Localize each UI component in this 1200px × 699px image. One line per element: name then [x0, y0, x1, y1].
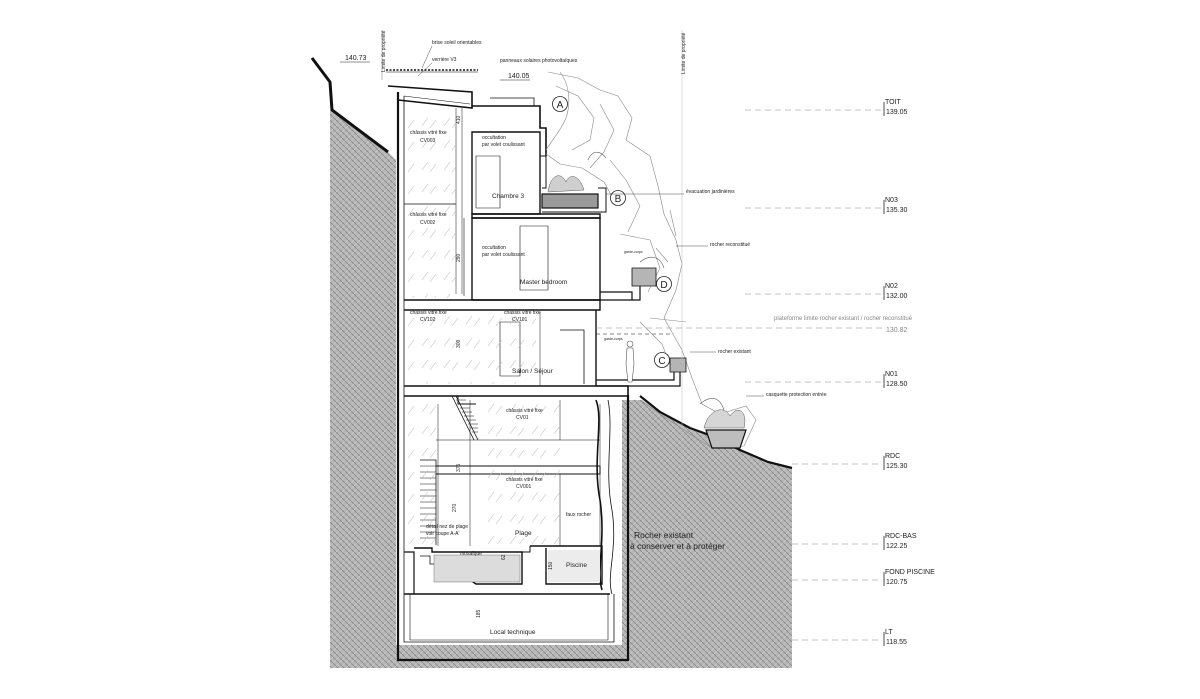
brise-soleil-label: brise soleil orientables — [432, 40, 482, 46]
property-limit-right: Limite de propriété — [681, 32, 687, 74]
level-lines — [596, 109, 882, 641]
annotation-detail-2: voir coupe A-A' — [426, 531, 460, 537]
occultation-b-1: occultation — [482, 245, 506, 251]
occultation-a-1: occultation — [482, 135, 506, 141]
dim-185: 185 — [476, 609, 482, 618]
room-plage: Plage — [515, 530, 532, 537]
chassis-cv101-a: châssis vitré fixe — [504, 310, 541, 316]
scale-figure — [625, 340, 635, 383]
height-140-73: 140.73 — [345, 55, 367, 62]
callout-a-letter: A — [557, 100, 564, 111]
planters — [541, 151, 747, 449]
callout-b: B — [610, 190, 626, 206]
level-value-rdc-bas: 122.25 — [886, 543, 908, 550]
dim-410: 410 — [456, 115, 462, 124]
property-limit-left: Limite de propriété — [381, 30, 387, 72]
verriere-label: verrière V3 — [432, 57, 457, 63]
annotation-evacuation: évacuation jardinières — [686, 189, 735, 195]
ground-line-left — [310, 57, 389, 154]
level-value-rdc: 125.30 — [886, 463, 908, 470]
room-piscine: Piscine — [566, 562, 587, 569]
level-value-lt: 118.55 — [886, 639, 907, 646]
rock-bottom — [396, 645, 626, 668]
chassis-cv002-b: CV002 — [420, 220, 436, 226]
occultation-a-2: par volet coulissant — [482, 142, 525, 148]
chassis-cv001-b: CV001 — [516, 484, 532, 490]
mosaic-band — [433, 554, 521, 583]
annotation-garde-corps-1: garde-corps — [624, 250, 643, 254]
glazing — [406, 108, 560, 544]
callout-d-letter: D — [660, 280, 667, 291]
plateforme-value: 130.82 — [886, 327, 908, 334]
level-value-n02: 132.00 — [886, 293, 908, 300]
plateforme-label: plateforme limite rocher existant / roch… — [774, 316, 913, 322]
level-name-fond-piscine: FOND PISCINE — [885, 569, 935, 576]
annotation-rocher-existant: rocher existant — [718, 349, 751, 355]
level-name-rdc: RDC — [885, 453, 900, 460]
room-salon: Salon / Séjour — [512, 368, 554, 375]
rock-caption-line2: à conserver et à protéger — [630, 541, 725, 551]
chassis-cv003-b: CV003 — [420, 138, 436, 144]
level-name-n03: N03 — [885, 197, 898, 204]
chassis-cv001-a: châssis vitré fixe — [506, 477, 543, 483]
annotation-casquette: casquette protection entrée — [766, 392, 827, 398]
room-mosaique: mosaïque — [460, 551, 482, 557]
dim-150: 150 — [548, 561, 554, 570]
brise-soleil-leader — [421, 45, 433, 69]
rock-caption-line1: Rocher existant — [634, 530, 694, 540]
annotation-rocher-reconstitue: rocher reconstitué — [710, 242, 750, 248]
annotation-detail-1: détail nez de plage — [426, 524, 468, 530]
panneaux-label: panneaux solaires photovoltaïques — [500, 58, 578, 64]
level-value-n03: 135.30 — [886, 207, 908, 214]
room-chambre-3: Chambre 3 — [492, 193, 525, 200]
callout-c-letter: C — [658, 356, 665, 367]
verriere-leader — [417, 62, 433, 77]
callout-d: D — [656, 276, 672, 292]
pool-water — [548, 550, 600, 582]
callout-a: A — [552, 96, 568, 112]
annotation-garde-corps-2: garde-corps — [604, 337, 623, 341]
level-value-n01: 128.50 — [886, 381, 908, 388]
level-name-n02: N02 — [885, 283, 898, 290]
dim-300: 300 — [456, 339, 462, 348]
dim-270: 270 — [452, 503, 458, 512]
rock-left — [330, 110, 396, 668]
reconstituted-rock — [545, 71, 757, 449]
chassis-cv102-a: châssis vitré fixe — [410, 310, 447, 316]
chassis-cv003-a: châssis vitré fixe — [410, 130, 447, 136]
level-name-toit: TOIT — [885, 99, 902, 106]
level-name-rdc-bas: RDC-BAS — [885, 533, 917, 540]
dim-62: 62 — [501, 554, 507, 560]
chassis-cv002-a: châssis vitré fixe — [410, 212, 447, 218]
rock-right — [622, 400, 792, 668]
callout-c: C — [654, 352, 670, 368]
occultation-b-2: par volet coulissant — [482, 252, 525, 258]
room-master-bedroom: Master bedroom — [520, 279, 567, 286]
dim-375: 375 — [456, 463, 462, 472]
chassis-cv101-b: CV101 — [512, 317, 528, 323]
room-local-technique: Local technique — [490, 629, 536, 636]
level-value-fond-piscine: 120.75 — [886, 579, 908, 586]
level-name-n01: N01 — [885, 371, 898, 378]
height-140-05: 140.05 — [508, 73, 530, 80]
callout-b-letter: B — [615, 194, 622, 205]
level-value-toit: 139.05 — [886, 109, 908, 116]
chassis-cv01-a: châssis vitré fixe — [506, 408, 543, 414]
annotation-faux-rocher: faux rocher — [566, 512, 591, 518]
chassis-cv01-b: CV01 — [516, 415, 529, 421]
level-name-lt: LT — [885, 629, 893, 636]
chassis-cv102-b: CV102 — [420, 317, 436, 323]
dim-290: 290 — [456, 253, 462, 262]
